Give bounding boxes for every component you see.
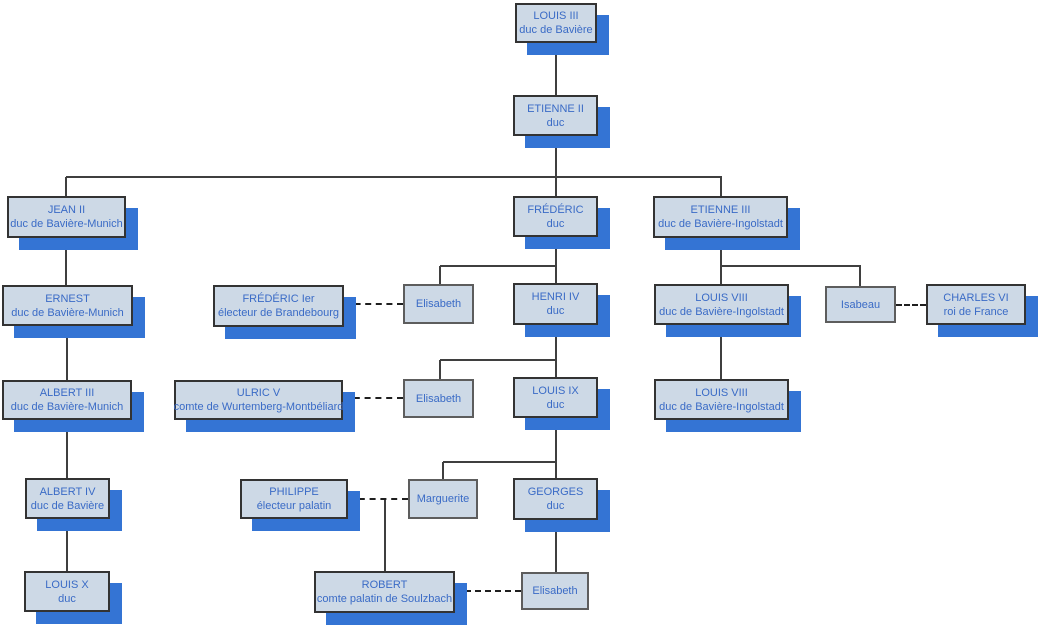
node-ulric-v[interactable]: ULRIC V comte de Wurtemberg-Montbéliard [174, 380, 343, 420]
person-title: duc de Bavière [519, 24, 593, 36]
node-louis-iii[interactable]: LOUIS III duc de Bavière [515, 3, 597, 43]
person-name: GEORGES [527, 486, 584, 498]
node-henri-iv[interactable]: HENRI IV duc [513, 283, 598, 325]
node-marguerite[interactable]: Marguerite [408, 479, 478, 519]
connector-line [66, 326, 68, 380]
person-name: ULRIC V [236, 387, 281, 399]
connector-line [442, 462, 444, 479]
connector-line [555, 325, 557, 377]
person-title: électeur de Brandebourg [217, 307, 340, 319]
connector-line [555, 520, 557, 572]
person-title: duc [546, 217, 565, 230]
person-name: LOUIS VIII [695, 291, 748, 304]
person-title: électeur palatin [256, 500, 332, 512]
person-name: Elisabeth [415, 392, 462, 405]
person-name: LOUIS IX [532, 384, 579, 397]
person-title: duc de Bavière [30, 499, 105, 512]
connector-line [439, 360, 441, 379]
person-title: duc de Bavière-Munich [10, 401, 124, 413]
connector-line [440, 265, 557, 267]
person-name: Elisabeth [532, 585, 578, 597]
person-title: duc de Bavière-Ingolstadt [658, 218, 783, 230]
person-name: ETIENNE III [690, 204, 751, 216]
connector-line [65, 238, 67, 285]
person-name: ROBERT [361, 579, 408, 591]
person-title: duc [546, 116, 565, 129]
node-elisabeth-3[interactable]: Elisabeth [521, 572, 589, 610]
person-name: HENRI IV [531, 291, 580, 303]
connector-line [66, 176, 722, 178]
connector-line [440, 359, 557, 361]
person-title: duc [58, 592, 76, 605]
connector-line [720, 238, 722, 284]
connector-line [384, 499, 386, 571]
person-title: duc de Bavière-Munich [10, 218, 123, 230]
person-title: duc de Bavière-Munich [11, 306, 124, 319]
person-name: CHARLES VI [943, 291, 1009, 304]
node-robert[interactable]: ROBERT comte palatin de Soulzbach [314, 571, 455, 613]
person-name: ETIENNE II [527, 102, 584, 115]
marriage-dashed-line [896, 304, 926, 306]
person-title: duc [546, 305, 565, 317]
connector-line [66, 519, 68, 571]
person-title: duc [546, 500, 565, 512]
person-title: duc [546, 398, 565, 411]
connector-line [66, 420, 68, 478]
person-title: duc de Bavière-Ingolstadt [659, 305, 784, 318]
node-isabeau[interactable]: Isabeau [825, 286, 896, 323]
connector-line [859, 266, 861, 286]
person-title: comte palatin de Soulzbach [316, 593, 453, 605]
node-etienne-iii[interactable]: ETIENNE III duc de Bavière-Ingolstadt [653, 196, 788, 238]
person-name: PHILIPPE [269, 486, 319, 498]
connector-line [555, 418, 557, 478]
node-frederic-ier[interactable]: FRÉDÉRIC Ier électeur de Brandebourg [213, 285, 344, 327]
person-name: Isabeau [840, 298, 881, 311]
node-jean-ii[interactable]: JEAN II duc de Bavière-Munich [7, 196, 126, 238]
person-name: Marguerite [416, 493, 470, 505]
node-georges[interactable]: GEORGES duc [513, 478, 598, 520]
person-title: roi de France [943, 305, 1009, 318]
person-title: duc de Bavière-Ingolstadt [659, 400, 784, 413]
person-name: LOUIS VIII [695, 386, 748, 399]
marriage-dashed-line [343, 397, 403, 399]
node-elisabeth-1[interactable]: Elisabeth [403, 284, 474, 324]
connector-line [443, 461, 557, 463]
person-name: LOUIS III [533, 10, 579, 22]
person-name: FRÉDÉRIC Ier [242, 293, 315, 305]
connector-line [720, 177, 722, 196]
node-albert-iii[interactable]: ALBERT III duc de Bavière-Munich [2, 380, 132, 420]
person-name: Elisabeth [415, 298, 462, 310]
person-name: JEAN II [47, 204, 86, 216]
connector-line [555, 43, 557, 95]
marriage-dashed-line [455, 590, 521, 592]
person-name: ERNEST [45, 292, 90, 305]
node-elisabeth-2[interactable]: Elisabeth [403, 379, 474, 418]
marriage-dashed-line [348, 498, 408, 500]
connector-line [555, 136, 557, 177]
person-name: ALBERT IV [39, 485, 96, 498]
connector-line [555, 237, 557, 283]
connector-line [65, 177, 67, 196]
connector-line [720, 325, 722, 379]
person-name: LOUIS X [45, 578, 89, 591]
marriage-dashed-line [344, 303, 403, 305]
connector-line [439, 266, 441, 284]
node-philippe[interactable]: PHILIPPE électeur palatin [240, 479, 348, 519]
connector-line [555, 177, 557, 196]
person-name: ALBERT III [39, 387, 95, 399]
person-title: comte de Wurtemberg-Montbéliard [173, 401, 344, 413]
person-name: FRÉDÉRIC [527, 203, 584, 216]
connector-line [721, 265, 861, 267]
